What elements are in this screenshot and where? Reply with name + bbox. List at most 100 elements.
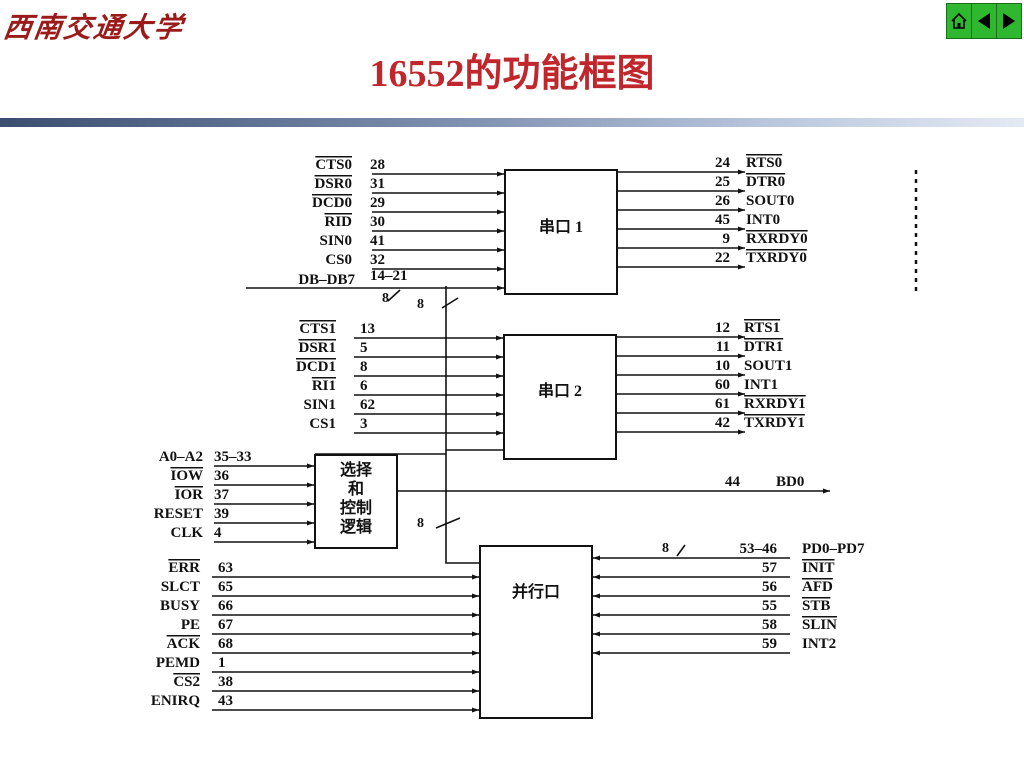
select-in-pin-39: 39 xyxy=(214,506,229,522)
uart1-out-signal-int0: INT0 xyxy=(746,212,780,228)
parallel-in-pin-1: 1 xyxy=(218,655,226,671)
parallel-bus-width-label: 8 xyxy=(662,541,669,556)
uart1-out-signal-rts0: RTS0 xyxy=(746,155,782,171)
parallel-in-pin-67: 67 xyxy=(218,617,234,633)
uart1-block xyxy=(504,169,618,295)
page-title: 16552的功能框图 xyxy=(369,53,655,95)
uart1-in-pin-30: 30 xyxy=(370,214,385,230)
header-divider xyxy=(0,118,1024,127)
select-in-pin-37: 37 xyxy=(214,487,230,503)
uart2-in-signal-dcd1: DCD1 xyxy=(296,359,336,375)
next-slide-button[interactable] xyxy=(997,4,1021,38)
uart2-out-pin-42: 42 xyxy=(715,415,730,431)
uart2-out-pin-10: 10 xyxy=(715,358,730,374)
select-in-pin-4: 4 xyxy=(214,525,222,541)
select-control-block xyxy=(314,454,398,549)
uart2-in-signal-cs1: CS1 xyxy=(309,416,336,432)
databus-signal: DB–DB7 xyxy=(298,272,355,288)
uart2-out-signal-sout1: SOUT1 xyxy=(744,358,792,374)
select-in-signal-ior: IOR xyxy=(175,487,204,503)
uart1-out-pin-45: 45 xyxy=(715,212,730,228)
parallel-out-pin-56: 56 xyxy=(762,579,778,595)
uart2-out-signal-rts1: RTS1 xyxy=(744,320,780,336)
previous-slide-button[interactable] xyxy=(972,4,997,38)
parallel-out-pin-53–46: 53–46 xyxy=(740,541,778,557)
uart1-out-pin-24: 24 xyxy=(715,155,731,171)
uart1-in-pin-29: 29 xyxy=(370,195,385,211)
uart1-in-signal-dsr0: DSR0 xyxy=(314,176,352,192)
select-in-signal-iow: IOW xyxy=(170,468,203,484)
parallel-port-block xyxy=(479,545,593,719)
parallel-in-signal-pemd: PEMD xyxy=(156,655,200,671)
parallel-in-signal-enirq: ENIRQ xyxy=(151,693,201,709)
databus-width-label: 8 xyxy=(417,297,424,312)
uart1-out-pin-26: 26 xyxy=(715,193,731,209)
parallel-out-pin-55: 55 xyxy=(762,598,777,614)
uart1-out-pin-25: 25 xyxy=(715,174,730,190)
select-in-signal-reset: RESET xyxy=(154,506,203,522)
parallel-port-label: 并行口 xyxy=(512,582,560,601)
parallel-in-pin-43: 43 xyxy=(218,693,233,709)
uart2-in-signal-cts1: CTS1 xyxy=(299,321,336,337)
parallel-in-signal-err: ERR xyxy=(168,560,200,576)
parallel-in-pin-68: 68 xyxy=(218,636,233,652)
parallel-in-pin-66: 66 xyxy=(218,598,234,614)
uart1-in-signal-cts0: CTS0 xyxy=(315,157,352,173)
select-in-signal-a0–a2: A0–A2 xyxy=(159,449,203,465)
home-button[interactable] xyxy=(947,4,972,38)
databus-pin: 14–21 xyxy=(370,268,408,284)
uart2-in-pin-3: 3 xyxy=(360,416,368,432)
uart2-in-signal-dsr1: DSR1 xyxy=(298,340,336,356)
select-in-signal-clk: CLK xyxy=(170,525,203,541)
parallel-in-pin-38: 38 xyxy=(218,674,233,690)
triangle-left-icon xyxy=(978,13,990,29)
uart2-out-pin-60: 60 xyxy=(715,377,730,393)
data-bus-line xyxy=(445,286,480,564)
uart2-out-signal-dtr1: DTR1 xyxy=(744,339,783,355)
uart2-out-pin-12: 12 xyxy=(715,320,730,336)
databus-width-label: 8 xyxy=(417,516,424,531)
uart1-out-pin-22: 22 xyxy=(715,250,730,266)
select-out-signal-bd0: BD0 xyxy=(776,474,804,490)
uart1-in-pin-32: 32 xyxy=(370,252,385,268)
parallel-in-signal-ack: ACK xyxy=(167,636,201,652)
parallel-in-pin-63: 63 xyxy=(218,560,233,576)
slide-navigation xyxy=(946,3,1022,39)
uart1-in-signal-cs0: CS0 xyxy=(325,252,352,268)
uart2-out-pin-11: 11 xyxy=(716,339,730,355)
parallel-out-signal-stb: STB xyxy=(802,598,830,614)
select-control-label: 控制 xyxy=(340,498,372,517)
uart1-out-signal-txrdy0: TXRDY0 xyxy=(746,250,807,266)
parallel-in-signal-cs2: CS2 xyxy=(173,674,200,690)
uart2-out-signal-txrdy1: TXRDY1 xyxy=(744,415,805,431)
parallel-out-pin-58: 58 xyxy=(762,617,777,633)
select-in-pin-36: 36 xyxy=(214,468,230,484)
parallel-out-signal-afd: AFD xyxy=(802,579,833,595)
parallel-out-pin-57: 57 xyxy=(762,560,778,576)
uart1-in-signal-sin0: SIN0 xyxy=(319,233,352,249)
select-control-label: 和 xyxy=(348,479,364,498)
parallel-out-signal-init: INIT xyxy=(802,560,835,576)
parallel-in-signal-slct: SLCT xyxy=(161,579,200,595)
uart2-out-pin-61: 61 xyxy=(715,396,730,412)
select-in-pin-35–33: 35–33 xyxy=(214,449,252,465)
triangle-right-icon xyxy=(1003,13,1015,29)
uart2-in-pin-8: 8 xyxy=(360,359,368,375)
databus-width-label: 8 xyxy=(382,291,389,306)
home-icon xyxy=(951,12,967,29)
parallel-in-signal-pe: PE xyxy=(181,617,200,633)
uart1-in-pin-28: 28 xyxy=(370,157,385,173)
uart1-label: 串口 1 xyxy=(539,217,583,236)
uart2-block xyxy=(503,334,617,460)
uart2-label: 串口 2 xyxy=(538,381,582,400)
uart1-out-signal-rxrdy0: RXRDY0 xyxy=(746,231,808,247)
select-control-label: 选择 xyxy=(340,460,373,479)
university-logo: 西南交通大学 xyxy=(1,11,187,44)
parallel-out-signal-slin: SLIN xyxy=(802,617,837,633)
uart1-in-pin-41: 41 xyxy=(370,233,385,249)
uart2-in-pin-5: 5 xyxy=(360,340,368,356)
uart2-in-pin-6: 6 xyxy=(360,378,368,394)
uart1-out-signal-sout0: SOUT0 xyxy=(746,193,794,209)
uart1-in-pin-31: 31 xyxy=(370,176,385,192)
